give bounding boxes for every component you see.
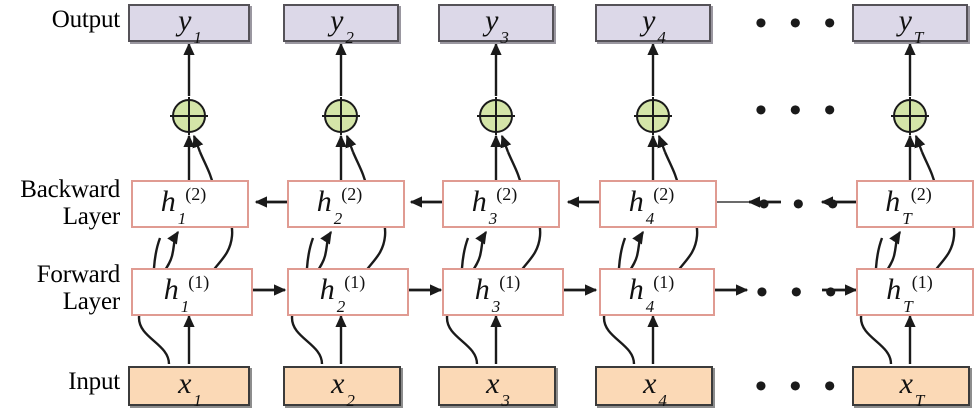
input-node-4[interactable]: x4	[595, 366, 713, 410]
input-node-3-label: x3	[486, 367, 510, 410]
sum-row-ellipsis: • • •	[755, 92, 843, 129]
forward-node-3[interactable]: h3(1)	[442, 268, 564, 316]
forward-row-ellipsis: • • •	[756, 274, 844, 311]
backward-node-t-label: hT(2)	[885, 184, 932, 228]
forward-node-4[interactable]: h4(1)	[599, 268, 715, 316]
output-node-t-label: yT	[898, 4, 924, 47]
backward-node-1[interactable]: h1(2)	[131, 180, 249, 228]
row-label-output: Output	[51, 6, 120, 33]
forward-node-1-label: h1(1)	[163, 272, 210, 316]
row-label-input: Input	[68, 368, 120, 395]
input-node-1-label: x1	[178, 367, 202, 410]
input-row-ellipsis: • • •	[755, 368, 843, 405]
output-node-3[interactable]: y3	[438, 4, 554, 47]
sum-node-t[interactable]	[891, 97, 929, 135]
input-node-3[interactable]: x3	[438, 366, 556, 410]
backward-node-3-label: h3(2)	[471, 184, 518, 228]
forward-node-t[interactable]: hT(1)	[856, 268, 974, 316]
backward-node-4-label: h4(2)	[628, 184, 675, 228]
forward-node-t-label: hT(1)	[886, 272, 933, 316]
input-node-2[interactable]: x2	[283, 366, 401, 410]
sum-node-4[interactable]	[634, 97, 672, 135]
row-label-backward-layer: Backward Layer	[20, 176, 120, 230]
forward-node-2[interactable]: h2(1)	[287, 268, 409, 316]
output-node-2-label: y2	[330, 4, 354, 47]
backward-node-t[interactable]: hT(2)	[856, 180, 974, 228]
output-node-1[interactable]: y1	[128, 4, 250, 47]
sum-node-1[interactable]	[170, 97, 208, 135]
output-node-2[interactable]: y2	[283, 4, 399, 47]
forward-node-2-label: h2(1)	[319, 272, 366, 316]
backward-row-ellipsis: • • •	[758, 186, 846, 223]
output-node-3-label: y3	[485, 4, 509, 47]
forward-node-3-label: h3(1)	[474, 272, 521, 316]
backward-node-2[interactable]: h2(2)	[287, 180, 405, 228]
output-node-4-label: y4	[642, 4, 666, 47]
output-node-1-label: y1	[178, 4, 202, 47]
input-node-4-label: x4	[643, 367, 667, 410]
backward-node-3[interactable]: h3(2)	[442, 180, 560, 228]
backward-node-4[interactable]: h4(2)	[599, 180, 717, 228]
sum-node-2[interactable]	[322, 97, 360, 135]
input-node-t-label: xT	[899, 367, 925, 410]
input-node-1[interactable]: x1	[128, 366, 250, 410]
output-node-4[interactable]: y4	[595, 4, 711, 47]
output-node-t[interactable]: yT	[852, 4, 968, 47]
backward-node-2-label: h2(2)	[316, 184, 363, 228]
output-row-ellipsis: • • •	[755, 5, 843, 42]
forward-node-4-label: h4(1)	[628, 272, 675, 316]
input-node-t[interactable]: xT	[852, 366, 970, 410]
row-label-forward-layer: Forward Layer	[36, 261, 121, 315]
forward-node-1[interactable]: h1(1)	[131, 268, 253, 316]
backward-node-1-label: h1(2)	[160, 184, 207, 228]
input-node-2-label: x2	[331, 367, 355, 410]
sum-node-3[interactable]	[477, 97, 515, 135]
